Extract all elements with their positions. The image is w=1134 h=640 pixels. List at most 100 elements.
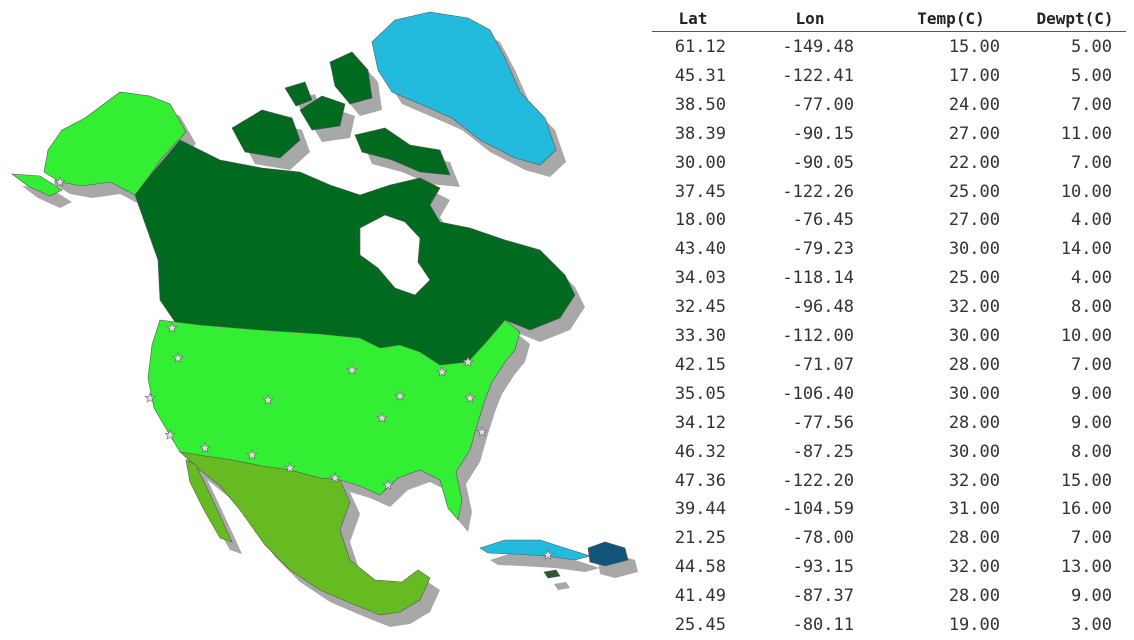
alaska: [43, 91, 187, 196]
cell-lon: -87.25: [792, 441, 854, 462]
station-markers: [54, 176, 554, 560]
cell-lat: 35.05: [674, 383, 726, 404]
jamaica: [543, 569, 561, 579]
cell-dewpt: 9.00: [1071, 412, 1112, 433]
header-dewpt: Dewpt(C): [1036, 9, 1114, 28]
star-icon: [284, 462, 296, 473]
cell-lat: 34.12: [674, 412, 726, 433]
cell-lat: 39.44: [674, 499, 726, 520]
cell-lat: 34.03: [674, 268, 726, 289]
canada-arctic-1: [231, 109, 301, 159]
header-lat: Lat: [678, 9, 708, 28]
cell-dewpt: 7.00: [1071, 528, 1112, 549]
star-icon: [376, 412, 388, 423]
baja-california: [185, 459, 233, 543]
cell-lon: -96.48: [792, 297, 854, 318]
cell-lat: 41.49: [674, 586, 726, 607]
cell-dewpt: 8.00: [1071, 441, 1112, 462]
cell-lon: -104.59: [782, 499, 854, 520]
canada-arctic-5: [284, 81, 313, 107]
cell-lon: -80.11: [792, 615, 854, 635]
cell-dewpt: 7.00: [1071, 152, 1112, 173]
cuba-shadow: [490, 552, 600, 572]
map-countries: [11, 11, 629, 616]
cell-lon: -87.37: [792, 586, 854, 607]
cell-temp: 22.00: [948, 152, 1000, 173]
star-icon: [382, 479, 394, 490]
cell-lon: -149.48: [782, 37, 854, 57]
cell-temp: 28.00: [948, 586, 1000, 607]
cell-dewpt: 4.00: [1071, 268, 1112, 289]
table-row: 45.31 -122.41 17.00 5.00: [640, 62, 1134, 91]
cell-lat: 33.30: [674, 326, 726, 346]
star-icon: [394, 390, 406, 401]
cell-lon: -122.41: [782, 65, 854, 86]
cell-lon: -122.20: [782, 470, 854, 491]
star-icon: [464, 392, 476, 403]
cell-lat: 45.31: [674, 65, 726, 86]
north-america-map: [11, 11, 638, 627]
star-icon: [172, 352, 184, 363]
cell-lon: -71.07: [792, 354, 854, 375]
cell-lat: 30.00: [674, 152, 726, 173]
cell-lat: 21.25: [674, 528, 726, 549]
hudson-bay: [359, 214, 431, 296]
cell-temp: 25.00: [948, 181, 1000, 202]
greenland: [371, 11, 557, 166]
star-icon: [436, 366, 448, 377]
cell-dewpt: 14.00: [1060, 239, 1112, 260]
cell-temp: 28.00: [948, 528, 1000, 549]
cell-dewpt: 9.00: [1071, 383, 1112, 404]
cell-temp: 17.00: [948, 65, 1000, 86]
cell-temp: 32.00: [948, 557, 1000, 578]
header-lon: Lon: [795, 9, 825, 28]
cell-lon: -112.00: [782, 326, 854, 346]
cell-lat: 44.58: [674, 557, 726, 578]
cell-lat: 43.40: [674, 239, 726, 260]
cell-lon: -93.15: [792, 557, 854, 578]
canada-arctic-4: [354, 127, 451, 176]
cell-lat: 37.45: [674, 181, 726, 202]
header-temp: Temp(C): [917, 9, 985, 28]
jamaica-shadow: [554, 582, 570, 590]
header-divider: [652, 31, 1126, 32]
star-icon: [329, 472, 341, 483]
cell-lat: 47.36: [674, 470, 726, 491]
cell-dewpt: 4.00: [1071, 210, 1112, 231]
cell-lat: 38.39: [674, 123, 726, 144]
cell-lon: -90.15: [792, 123, 854, 144]
cell-temp: 30.00: [948, 383, 1000, 404]
star-icon: [246, 449, 258, 460]
cell-dewpt: 5.00: [1071, 65, 1112, 86]
star-icon: [164, 429, 176, 440]
star-icon: [262, 394, 274, 405]
cell-dewpt: 10.00: [1060, 181, 1112, 202]
cell-temp: 15.00: [948, 37, 1000, 57]
canada-arctic-2: [299, 95, 346, 131]
cell-lon: -77.56: [792, 412, 854, 433]
cell-temp: 30.00: [948, 326, 1000, 346]
cell-temp: 31.00: [948, 499, 1000, 520]
star-icon: [476, 426, 488, 437]
star-icon: [346, 364, 358, 375]
cell-lat: 38.50: [674, 94, 726, 115]
cell-dewpt: 5.00: [1071, 37, 1112, 57]
